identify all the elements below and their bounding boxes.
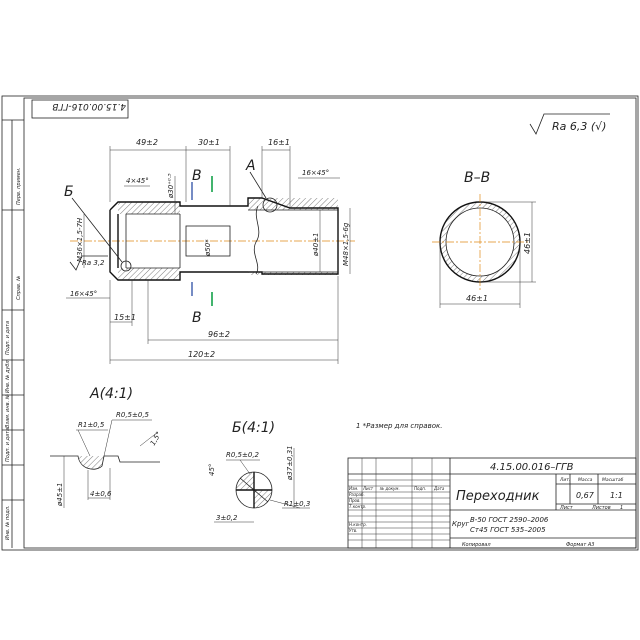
strip-label-6: Подп. и дата [5, 428, 11, 462]
tb-row-list: Лист [362, 486, 374, 491]
section-mark-bottom: В [192, 310, 202, 326]
tb-col-lit: Лит. [559, 477, 570, 483]
bb-dim-vertical: 46±1 [523, 232, 532, 254]
tb-row-izm: Изм. [349, 486, 358, 491]
rotated-code: 4.15.00.016-ГГВ [52, 101, 126, 111]
title-block: Изм. Лист № докум. Подп. Дата Разраб. Пр… [347, 457, 637, 549]
detail-b-radius-bottom: R1±0,3 [284, 500, 310, 508]
chamfer-16x45-top: 16×45° [302, 169, 329, 177]
dim-dia-50: ø50* [204, 239, 212, 257]
tb-format: Формат А3 [566, 542, 594, 548]
tb-role-tkontr: Т.контр. [349, 504, 366, 509]
dim-dia-30: ø30⁺⁰·⁵ [167, 173, 175, 199]
detail-a-r-left: R1±0,5 [78, 421, 105, 429]
tb-mass-value: 0,67 [576, 491, 595, 500]
detail-b-angle: 45° [208, 464, 216, 476]
detail-a-dia: ø45±1 [56, 482, 64, 507]
tb-material-line1: В-50 ГОСТ 2590–2006 [470, 516, 549, 524]
dim-15: 15±1 [114, 313, 136, 322]
tb-row-doc: № докум. [379, 486, 400, 491]
tb-material-prefix: Круг [452, 520, 470, 528]
detail-b-radius-top: R0,5±0,2 [226, 451, 260, 459]
dim-30: 30±1 [198, 138, 220, 147]
tb-col-scale: Масштаб [602, 477, 624, 483]
tb-sheet-label: Лист [559, 505, 574, 511]
strip-label-5: Взам. инв. № [5, 394, 11, 428]
note-text: 1 *Размер для справок. [356, 422, 442, 430]
strip-label-7: Инв. № подл. [5, 506, 11, 541]
detail-a: А(4:1) R1±0,5 R0,5±0,5 1,5° ø45±1 4±0,6 [50, 386, 163, 508]
dim-49: 49±2 [136, 138, 158, 147]
section-mark-top: В [192, 168, 202, 184]
chamfer-16x45-bottom: 16×45° [70, 290, 97, 298]
tb-row-date: Дата [433, 486, 445, 491]
tb-designation: 4.15.00.016–ГГВ [490, 462, 574, 473]
tb-col-mass: Масса [578, 477, 593, 483]
tb-role-nkontr: Н.контр. [349, 522, 367, 527]
dim-16-top: 16±1 [268, 138, 290, 147]
detail-a-title: А(4:1) [89, 386, 133, 402]
callout-b: Б [64, 184, 74, 200]
rough-bore: Ra 3,2 [82, 259, 105, 267]
strip-label-1: Перв. примен. [16, 167, 22, 205]
thread-right: M48×1,5-6g [342, 222, 350, 266]
detail-a-angle: 1,5° [149, 430, 163, 447]
roughness-symbol: Ra 6,3 (√) [529, 113, 610, 135]
dim-96: 96±2 [208, 330, 230, 339]
tb-name: Переходник [456, 489, 540, 504]
tb-copied: Копировал [462, 542, 491, 548]
tb-scale-value: 1:1 [610, 491, 623, 500]
detail-a-r-right: R0,5±0,5 [116, 411, 150, 419]
tb-row-sign: Подп. [414, 486, 426, 491]
tb-role-utv: Утв. [349, 528, 357, 533]
callout-a: А [245, 158, 256, 174]
strip-label-3: Подп. и дата [5, 321, 11, 355]
dim-dia-40: ø40±1 [312, 232, 320, 257]
tb-sheets-label: Листов [591, 505, 611, 511]
detail-b: Б(4:1) R0,5±0,2 45° ø37±0,31 R1±0,3 3±0,… [208, 420, 310, 523]
thread-left: M36×1,5-7H [76, 217, 84, 262]
tb-sheets-value: 1 [620, 505, 623, 511]
chamfer-4x45: 4×45° [126, 177, 149, 185]
roughness-text: Ra 6,3 (√) [552, 120, 606, 133]
strip-label-2: Справ. № [16, 276, 22, 300]
bb-dim-horizontal: 46±1 [466, 294, 488, 303]
section-bb: В–В 46±1 46±1 [432, 170, 536, 308]
side-strip: Перв. примен. Справ. № Подп. и дата Инв.… [2, 119, 24, 548]
tb-material-line2: Ст45 ГОСТ 535–2005 [470, 526, 546, 534]
detail-b-width: 3±0,2 [216, 514, 238, 522]
detail-b-dia: ø37±0,31 [286, 445, 294, 481]
detail-a-width: 4±0,6 [90, 490, 112, 498]
tb-role-prov: Пров. [349, 498, 361, 503]
inner-frame [23, 97, 637, 549]
tb-role-razrab: Разраб. [349, 492, 365, 497]
main-view: В В Б А 49±2 30±1 16±1 4×45° 16×45° ø30⁺… [64, 138, 355, 364]
outer-border [1, 95, 639, 551]
strip-label-4: Инв. № дубл. [5, 359, 11, 393]
rotated-code-box: 4.15.00.016-ГГВ [31, 99, 129, 119]
detail-b-title: Б(4:1) [232, 420, 275, 436]
section-bb-title: В–В [464, 170, 490, 186]
dim-120: 120±2 [188, 350, 215, 359]
